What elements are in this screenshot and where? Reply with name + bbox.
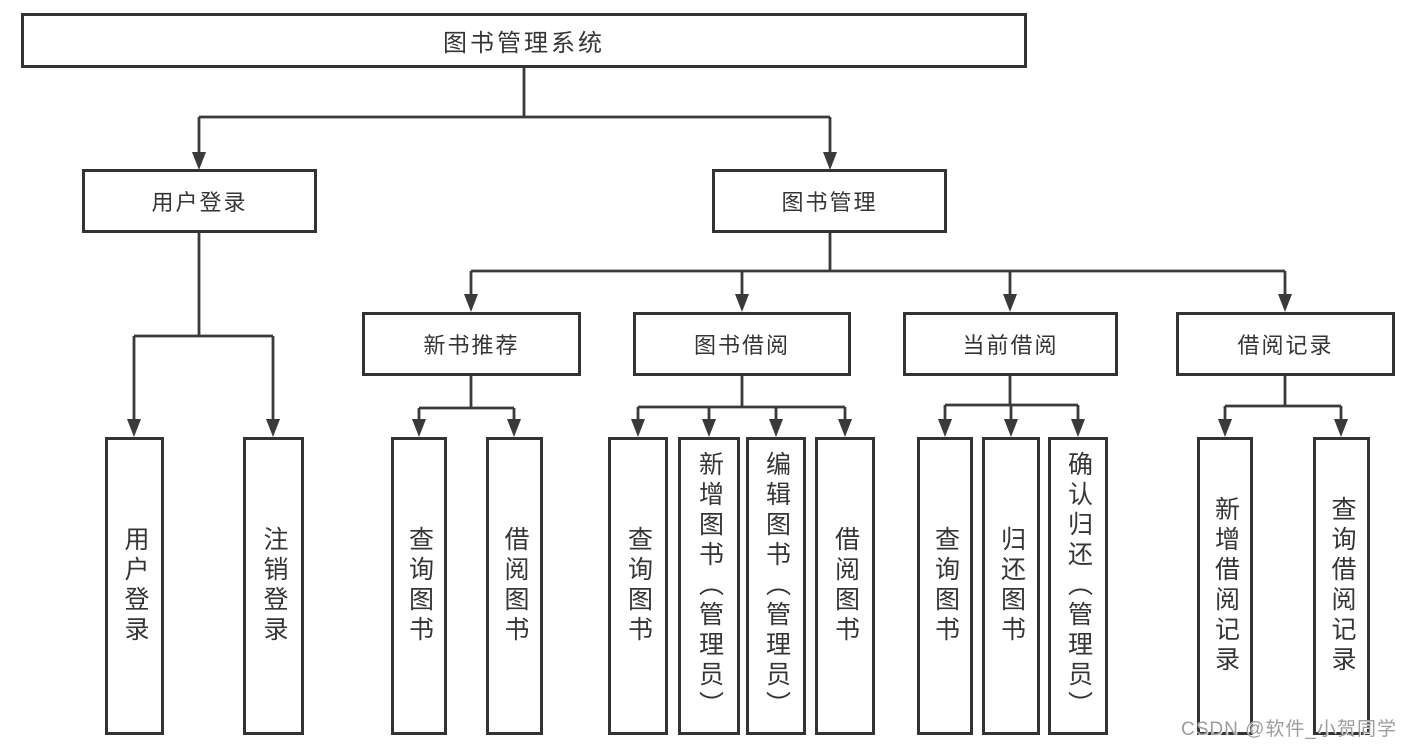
- connector-book-management-children: [469, 233, 1287, 300]
- leaf-borrow-books: 借阅图书: [815, 437, 875, 735]
- leaf-label: 借阅图书: [831, 526, 860, 646]
- node-label: 新书推荐: [423, 333, 520, 358]
- leaf-confirm-return-admin: 确认归还（管理员）: [1048, 437, 1108, 735]
- connector-root-to-level2: [197, 68, 832, 158]
- leaf-label: 新增借阅记录: [1211, 496, 1240, 676]
- leaf-logout: 注销登录: [243, 437, 304, 735]
- leaf-user-login: 用户登录: [105, 437, 164, 735]
- leaf-edit-book-admin: 编辑图书（管理员）: [746, 437, 806, 735]
- arrowhead: [631, 419, 645, 437]
- connector-book-borrow-children: [636, 376, 847, 425]
- leaf-label: 查询图书: [624, 526, 653, 646]
- arrowhead: [1278, 294, 1292, 312]
- leaf-label: 注销登录: [260, 526, 288, 646]
- connector-user-login-children: [132, 233, 275, 425]
- leaf-label: 借阅图书: [501, 526, 529, 646]
- arrowhead: [838, 419, 852, 437]
- node-label: 图书管理系统: [443, 30, 605, 57]
- arrowhead: [1004, 419, 1018, 437]
- leaf-add-borrow-record: 新增借阅记录: [1197, 437, 1253, 735]
- arrowhead: [192, 152, 206, 170]
- arrowhead: [823, 152, 837, 170]
- leaf-query-books-recommend: 查询图书: [391, 437, 447, 735]
- node-new-book-recommend: 新书推荐: [362, 312, 581, 376]
- leaf-label: 查询图书: [405, 526, 434, 646]
- connector-current-borrow-children: [943, 376, 1080, 425]
- connector-new-book-children: [417, 376, 516, 425]
- node-borrow-records: 借阅记录: [1176, 312, 1395, 376]
- connector-borrow-records-children: [1223, 376, 1343, 425]
- arrowhead: [1003, 294, 1017, 312]
- node-label: 借阅记录: [1237, 333, 1334, 358]
- node-user-login: 用户登录: [82, 169, 317, 233]
- leaf-label: 编辑图书（管理员）: [762, 451, 791, 721]
- node-label: 图书借阅: [693, 333, 790, 358]
- arrowhead: [507, 419, 521, 437]
- node-label: 当前借阅: [962, 333, 1059, 358]
- arrowhead: [266, 419, 280, 437]
- leaf-label: 新增图书（管理员）: [695, 451, 724, 721]
- arrowhead: [1218, 419, 1232, 437]
- leaf-label: 用户登录: [121, 526, 149, 646]
- node-label: 图书管理: [781, 190, 878, 215]
- arrowhead: [412, 419, 426, 437]
- leaf-label: 确认归还（管理员）: [1064, 451, 1093, 721]
- node-label: 用户登录: [151, 190, 248, 215]
- arrowhead: [938, 419, 952, 437]
- leaf-borrow-books-recommend: 借阅图书: [486, 437, 543, 735]
- leaf-return-books: 归还图书: [982, 437, 1040, 735]
- csdn-watermark: CSDN @软件_小贺同学: [1181, 719, 1397, 740]
- node-current-borrow: 当前借阅: [903, 312, 1118, 376]
- leaf-add-book-admin: 新增图书（管理员）: [678, 437, 740, 735]
- arrowhead: [464, 294, 478, 312]
- arrowhead: [1334, 419, 1348, 437]
- leaf-query-books-borrow: 查询图书: [608, 437, 668, 735]
- arrowhead: [769, 419, 783, 437]
- leaf-query-books-current: 查询图书: [917, 437, 973, 735]
- leaf-label: 归还图书: [997, 526, 1026, 646]
- arrowhead: [1071, 419, 1085, 437]
- leaf-label: 查询借阅记录: [1328, 496, 1356, 676]
- leaf-query-borrow-record: 查询借阅记录: [1313, 437, 1370, 735]
- leaf-label: 查询图书: [931, 526, 960, 646]
- node-book-management: 图书管理: [712, 169, 947, 233]
- arrowheads: [127, 152, 1348, 437]
- arrowhead: [127, 419, 141, 437]
- node-book-borrow: 图书借阅: [633, 312, 851, 376]
- arrowhead: [735, 294, 749, 312]
- node-library-management-system: 图书管理系统: [21, 13, 1027, 68]
- arrowhead: [702, 419, 716, 437]
